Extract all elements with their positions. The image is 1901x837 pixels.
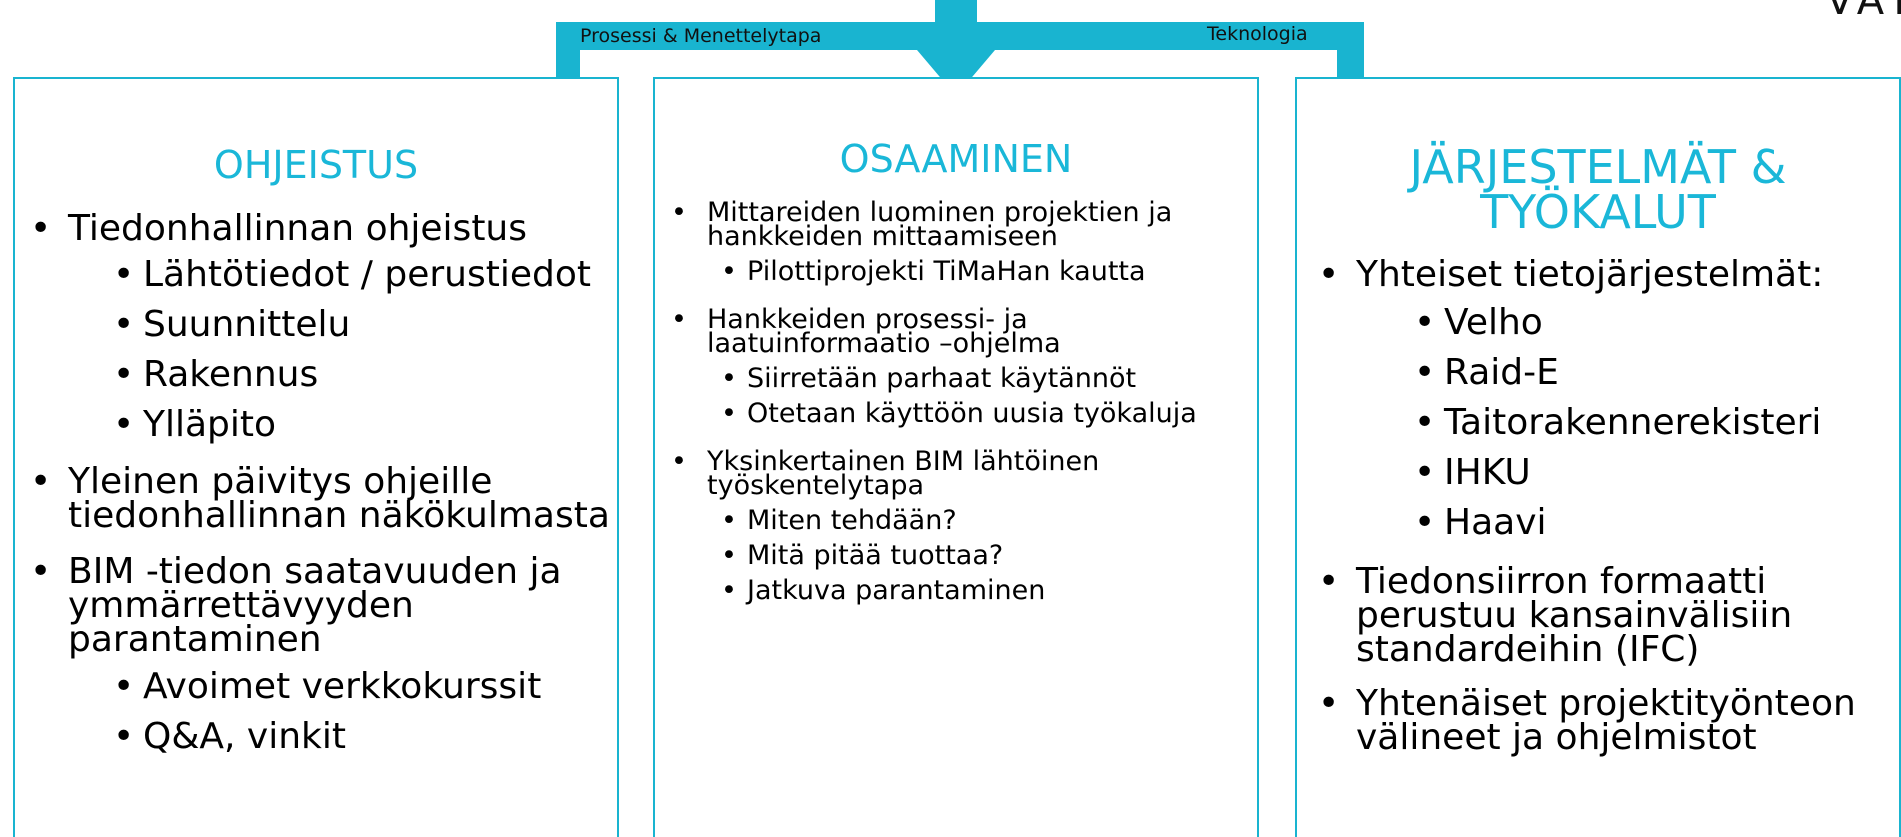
sub-list-item: Lähtötiedot / perustiedot: [113, 257, 613, 294]
panel-ohjeistus: OHJEISTUS Tiedonhallinnan ohjeistus Läht…: [13, 77, 619, 837]
list-item: Yksinkertainen BIM lähtöinen työskentely…: [671, 448, 1252, 604]
list-item: Yhtenäiset projektityönteon välineet ja …: [1318, 686, 1891, 756]
sub-list-item: Velho: [1414, 305, 1891, 342]
sub-list-item: Jatkuva parantaminen: [721, 577, 1252, 604]
sub-list-item: Avoimet verkkokurssit: [113, 669, 613, 706]
sub-list-item: Siirretään parhaat käytännöt: [721, 365, 1252, 392]
sub-list-item: Raid-E: [1414, 355, 1891, 392]
sub-list-item: Q&A, vinkit: [113, 719, 613, 756]
sub-list-item: Ylläpito: [113, 407, 613, 444]
list-item: BIM -tiedon saatavuuden ja ymmärrettävyy…: [30, 554, 613, 756]
sub-list-item: Suunnittelu: [113, 307, 613, 344]
sub-list-item: Otetaan käyttöön uusia työkaluja: [721, 400, 1252, 427]
panel-osaaminen: OSAAMINEN Mittareiden luominen projektie…: [653, 77, 1259, 837]
technology-label: Teknologia: [1207, 23, 1308, 45]
list-item: Yhteiset tietojärjestelmät: Velho Raid-E…: [1318, 257, 1891, 542]
vayla-logo: VÄYLÄ: [1826, 0, 1901, 24]
bullet-list: Tiedonhallinnan ohjeistus Lähtötiedot / …: [30, 211, 613, 756]
bullet-list: Mittareiden luominen projektien ja hankk…: [671, 199, 1252, 604]
down-arrow-icon: [917, 50, 995, 96]
panel-title: OHJEISTUS: [213, 143, 419, 187]
bullet-list: Yhteiset tietojärjestelmät: Velho Raid-E…: [1318, 257, 1891, 756]
sub-list-item: Haavi: [1414, 505, 1891, 542]
sub-list-item: Miten tehdään?: [721, 507, 1252, 534]
process-label: Prosessi & Menettelytapa: [580, 25, 822, 47]
sub-list-item: Taitorakennerekisteri: [1414, 405, 1891, 442]
panel-jarjestelmat-tyokalut: JÄRJESTELMÄT & TYÖKALUT Yhteiset tietojä…: [1295, 77, 1901, 837]
panel-title: OSAAMINEN: [839, 137, 1073, 181]
list-item: Yleinen päivitys ohjeille tiedonhallinna…: [30, 464, 613, 534]
panel-title: JÄRJESTELMÄT & TYÖKALUT: [1409, 140, 1787, 240]
list-item: Mittareiden luominen projektien ja hankk…: [671, 199, 1252, 285]
connector-stem: [935, 0, 977, 50]
list-item: Tiedonsiirron formaatti perustuu kansain…: [1318, 564, 1891, 668]
list-item: Tiedonhallinnan ohjeistus Lähtötiedot / …: [30, 211, 613, 444]
sub-list-item: Rakennus: [113, 357, 613, 394]
sub-list-item: IHKU: [1414, 455, 1891, 492]
list-item: Hankkeiden prosessi- ja laatuinformaatio…: [671, 306, 1252, 427]
sub-list-item: Mitä pitää tuottaa?: [721, 542, 1252, 569]
sub-list-item: Pilottiprojekti TiMaHan kautta: [721, 258, 1252, 285]
